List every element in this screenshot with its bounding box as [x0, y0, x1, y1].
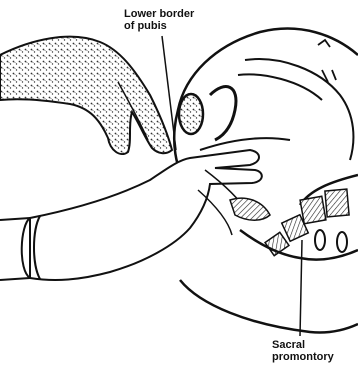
- promontory-label-line-1: Sacral: [272, 339, 334, 351]
- cervix: [230, 198, 270, 220]
- sacral-promontory-label: Sacral promontory: [272, 339, 334, 363]
- gloved-hand: [30, 150, 262, 280]
- bladder-wall: [210, 87, 236, 140]
- promontory-leader-line: [300, 240, 302, 336]
- pubis-label-line-1: Lower border: [124, 8, 194, 20]
- vaginal-canal: [200, 138, 290, 150]
- spine-hint: [318, 40, 336, 82]
- lower-border-of-pubis-label: Lower border of pubis: [124, 8, 194, 32]
- pubis-label-line-2: of pubis: [124, 20, 194, 32]
- uterus-outline: [238, 59, 353, 160]
- rectum-loop-1: [315, 230, 325, 250]
- perineum-outline: [180, 280, 358, 333]
- rectum-loop-2: [337, 232, 347, 252]
- promontory-label-line-2: promontory: [272, 351, 334, 363]
- pubis-bone: [179, 94, 203, 134]
